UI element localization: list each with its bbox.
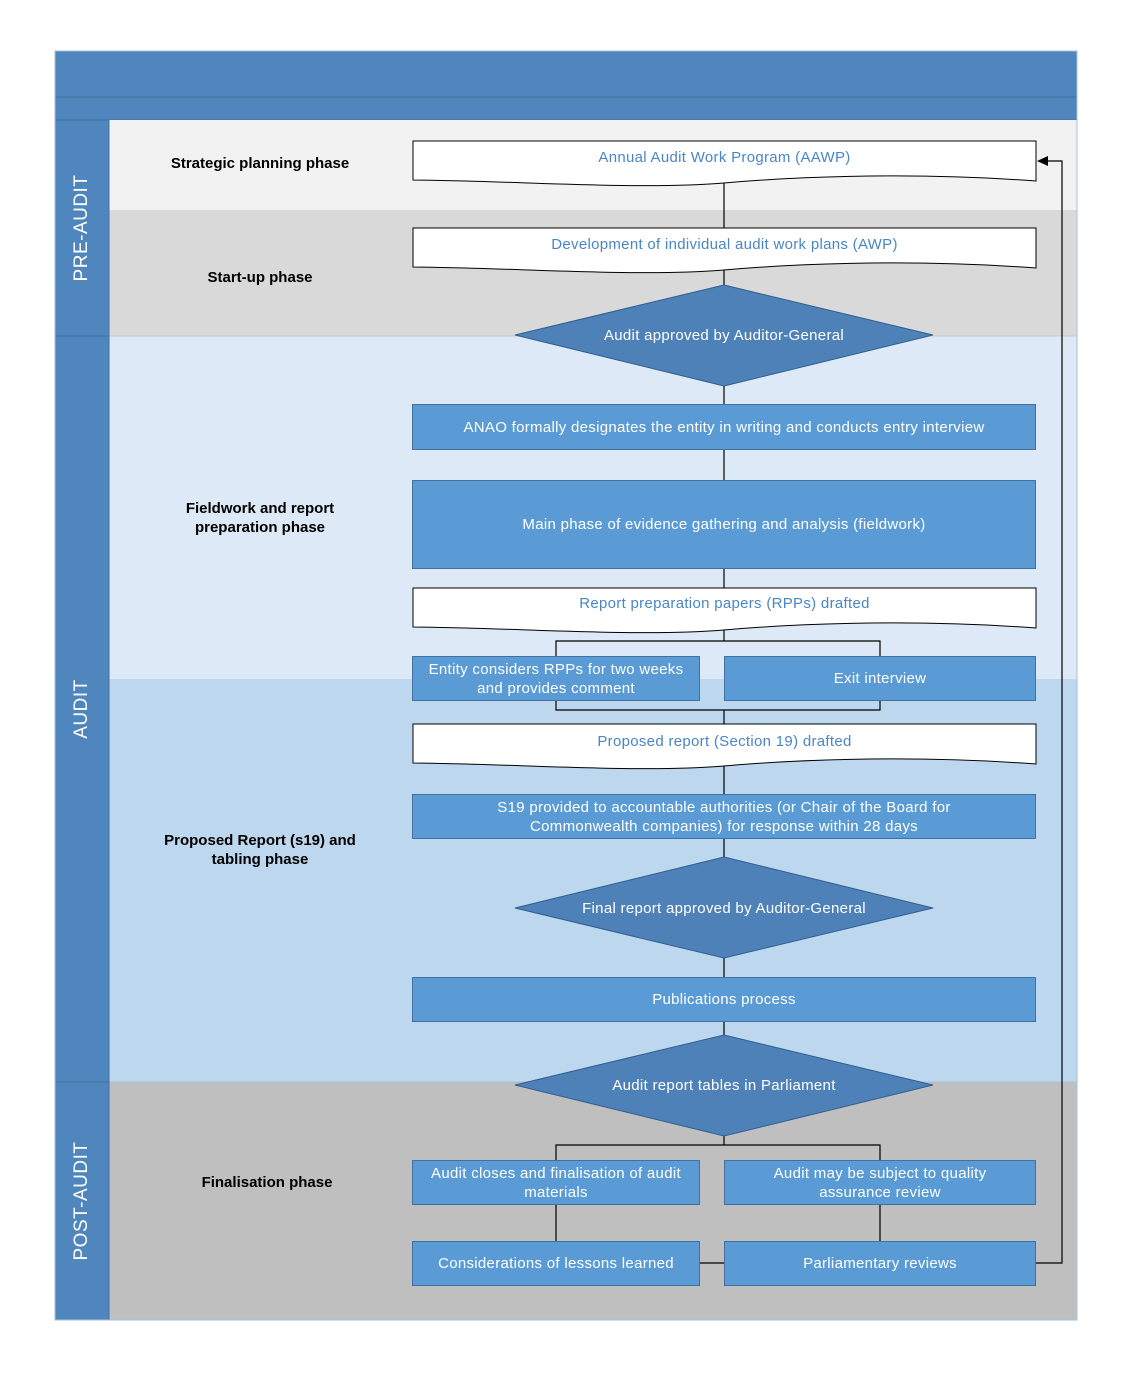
parliamentary-reviews-box: Parliamentary reviews <box>724 1241 1036 1286</box>
header-bar <box>54 50 1078 121</box>
awp-document <box>412 227 1037 274</box>
box-line: materials <box>524 1183 588 1201</box>
box-line: and provides comment <box>477 679 635 697</box>
phase-label-strategic: Strategic planning phase <box>170 155 350 172</box>
pre-audit-lane <box>54 119 110 337</box>
aawp-document <box>412 140 1037 187</box>
box-line: Audit may be subject to quality <box>773 1164 987 1182</box>
rpps-document <box>412 587 1037 634</box>
publications-box: Publications process <box>412 977 1036 1022</box>
proposed-text: Proposed report (Section 19) drafted <box>597 733 852 750</box>
audit-closes-box: Audit closes and finalisation of audit m… <box>412 1160 700 1205</box>
box-line: S19 provided to accountable authorities … <box>497 798 951 816</box>
tables-text: Audit report tables in Parliament <box>612 1076 836 1094</box>
lessons-learned-box: Considerations of lessons learned <box>412 1241 700 1286</box>
exit-interview-box: Exit interview <box>724 656 1036 701</box>
fieldwork-box: Main phase of evidence gathering and ana… <box>412 480 1036 569</box>
phase-label-line: tabling phase <box>211 851 309 868</box>
lane-label-pre-audit: PRE-AUDIT <box>71 174 92 282</box>
phase-label-finalisation: Finalisation phase <box>201 1174 333 1191</box>
box-line: assurance review <box>819 1183 941 1201</box>
audit-lane <box>54 335 110 1083</box>
lane-label-post-audit: POST-AUDIT <box>71 1141 92 1261</box>
phase-label-startup: Start-up phase <box>207 269 313 286</box>
phase-label-line: Fieldwork and report <box>185 500 335 517</box>
box-line: Entity considers RPPs for two weeks <box>428 660 684 678</box>
tables-decision <box>514 1034 934 1137</box>
s19-box: S19 provided to accountable authorities … <box>412 794 1036 839</box>
aawp-text: Annual Audit Work Program (AAWP) <box>598 149 851 166</box>
phase-label-line: Proposed Report (s19) and <box>164 832 356 849</box>
connector <box>555 1144 881 1160</box>
final-approved-decision <box>514 856 934 959</box>
box-line: Commonwealth companies) for response wit… <box>530 817 918 835</box>
connector <box>555 701 881 711</box>
post-audit-lane <box>54 1081 110 1321</box>
phase-label-line: preparation phase <box>194 519 326 536</box>
proposed-document <box>412 723 1037 770</box>
outer-frame <box>54 50 1078 1321</box>
approved-decision <box>514 284 934 387</box>
entity-considers-box: Entity considers RPPs for two weeks and … <box>412 656 700 701</box>
arrowhead <box>1037 156 1048 166</box>
box-line: Audit closes and finalisation of audit <box>431 1164 681 1182</box>
feedback-connector <box>1036 160 1063 1264</box>
lane-label-audit: AUDIT <box>71 679 92 739</box>
rpps-text: Report preparation papers (RPPs) drafted <box>579 595 870 612</box>
connector <box>555 640 881 656</box>
phase-label-proposed: Proposed Report (s19) and tabling phase <box>130 831 390 869</box>
designates-box: ANAO formally designates the entity in w… <box>412 404 1036 450</box>
approved-text: Audit approved by Auditor-General <box>603 326 845 344</box>
quality-review-box: Audit may be subject to quality assuranc… <box>724 1160 1036 1205</box>
phase-label-fieldwork: Fieldwork and report preparation phase <box>130 499 390 537</box>
awp-text: Development of individual audit work pla… <box>551 236 898 253</box>
final-approved-text: Final report approved by Auditor-General <box>582 899 866 917</box>
